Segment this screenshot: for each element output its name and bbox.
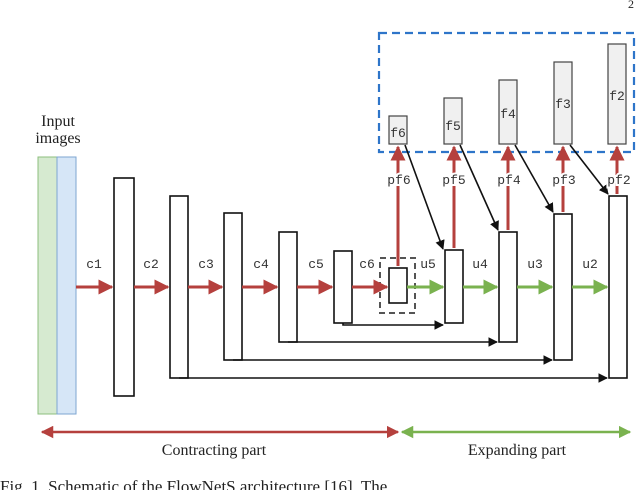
label-c6: c6 xyxy=(359,257,375,272)
label-u2: u2 xyxy=(582,257,598,272)
flow-box-f4 xyxy=(498,79,518,145)
label-u4: u4 xyxy=(472,257,488,272)
label-c5: c5 xyxy=(308,257,324,272)
decoder-block-u4 xyxy=(498,231,518,343)
flow-upsample-arrow-f6 xyxy=(404,144,445,250)
flow-box-f2 xyxy=(607,43,627,145)
skip-connection-c5-u5 xyxy=(342,320,444,330)
flow-box-f5 xyxy=(443,97,463,145)
page-corner-mark: 2 xyxy=(628,0,634,11)
flow-upsample-arrow-f3 xyxy=(569,144,609,195)
label-f3: f3 xyxy=(555,97,571,112)
flow-upsample-arrow-f4 xyxy=(514,144,554,213)
label-pf5: pf5 xyxy=(442,173,465,188)
input-image-green xyxy=(37,156,59,415)
flow-box-f6 xyxy=(388,115,408,145)
encoder-block-c1 xyxy=(113,177,135,397)
label-u5: u5 xyxy=(420,257,436,272)
label-c2: c2 xyxy=(143,257,159,272)
encoder-block-c3 xyxy=(223,212,243,361)
label-c3: c3 xyxy=(198,257,214,272)
label-c4: c4 xyxy=(253,257,269,272)
encoder-block-c5 xyxy=(333,250,353,324)
label-pf6: pf6 xyxy=(387,173,410,188)
label-u3: u3 xyxy=(527,257,543,272)
label-pf2: pf2 xyxy=(607,173,630,188)
decoder-block-u3 xyxy=(553,213,573,361)
label-pf3: pf3 xyxy=(552,173,575,188)
contracting-part-label: Contracting part xyxy=(162,442,267,459)
decoder-block-u5 xyxy=(444,249,464,324)
label-f4: f4 xyxy=(500,107,516,122)
label-f2: f2 xyxy=(609,89,625,104)
label-c1: c1 xyxy=(86,257,102,272)
encoder-block-c6 xyxy=(388,267,408,304)
input-image-blue xyxy=(56,156,77,415)
label-pf4: pf4 xyxy=(497,173,521,188)
caption-fragment: Fig. 1. Schematic of the FlowNetS archit… xyxy=(0,477,387,490)
label-f5: f5 xyxy=(445,119,461,134)
input-label-line2: images xyxy=(35,130,80,147)
label-f6: f6 xyxy=(390,126,406,141)
expanding-part-label: Expanding part xyxy=(468,442,567,459)
decoder-block-u2 xyxy=(608,195,628,379)
flow-upsample-arrow-f5 xyxy=(459,144,499,231)
input-label-line1: Input xyxy=(41,113,75,130)
flow-box-f3 xyxy=(553,61,573,145)
encoder-block-c2 xyxy=(169,195,189,379)
encoder-block-c4 xyxy=(278,231,298,343)
